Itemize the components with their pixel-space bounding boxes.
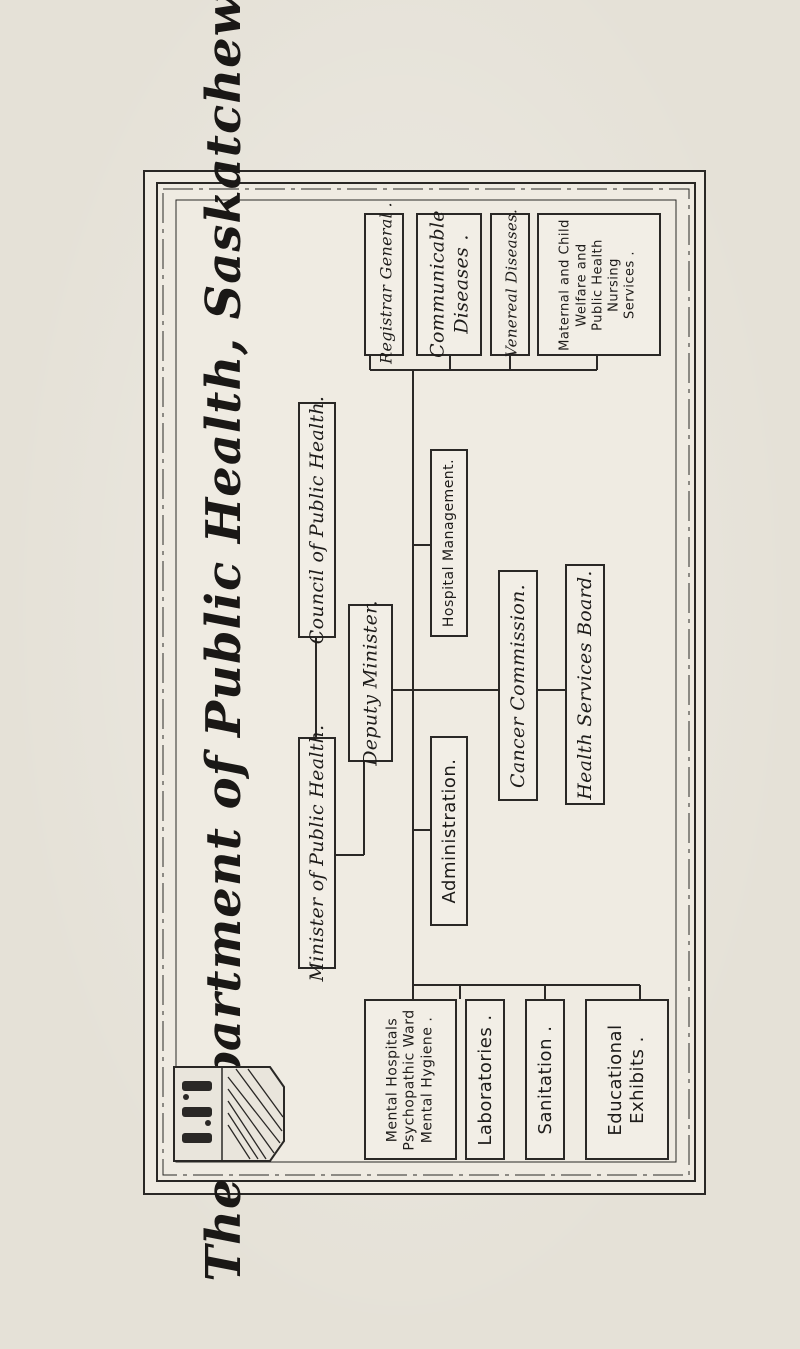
maternal-line-4: Services . bbox=[622, 250, 638, 320]
hospital-management-label: Hospital Management. bbox=[441, 458, 457, 628]
cancer-commission-label: Cancer Commission. bbox=[507, 584, 529, 788]
venereal-diseases-label: Venereal Diseases. bbox=[502, 208, 521, 358]
administration-label: Administration. bbox=[438, 758, 460, 904]
communicable-diseases-box: Communicable Diseases . bbox=[416, 210, 482, 358]
mental-line-1: Mental Hospitals bbox=[384, 1017, 401, 1143]
registrar-general-box: Registrar General . bbox=[364, 202, 404, 364]
mental-hospitals-label: Mental Hospitals Psychopathic Ward Menta… bbox=[367, 1000, 455, 1161]
outer-frame bbox=[156, 182, 696, 1182]
deputy-minister-label: Deputy Minister. bbox=[359, 600, 382, 766]
laboratories-box: Laboratories . bbox=[465, 999, 505, 1160]
health-services-board-label: Health Services Board. bbox=[574, 570, 596, 800]
sanitation-box: Sanitation . bbox=[525, 999, 565, 1160]
provincial-crest-icon bbox=[170, 1063, 288, 1165]
maternal-line-3: Public Health Nursing bbox=[590, 239, 622, 331]
maternal-line-1: Maternal and Child bbox=[557, 219, 573, 351]
educational-exhibits-label: Educational Exhibits . bbox=[587, 1000, 667, 1160]
registrar-general-label: Registrar General . bbox=[376, 202, 395, 364]
communicable-line-2: Diseases . bbox=[450, 234, 473, 334]
council-label: Council of Public Health. bbox=[306, 395, 328, 645]
venereal-diseases-box: Venereal Diseases. bbox=[490, 208, 530, 358]
council-box: Council of Public Health. bbox=[298, 395, 336, 645]
administration-box: Administration. bbox=[430, 736, 468, 926]
deputy-minister-box: Deputy Minister. bbox=[348, 600, 393, 766]
communicable-diseases-label: Communicable Diseases . bbox=[420, 210, 482, 358]
cancer-commission-box: Cancer Commission. bbox=[498, 570, 538, 801]
hospital-management-box: Hospital Management. bbox=[430, 449, 468, 637]
maternal-line-2: Welfare and bbox=[574, 243, 590, 327]
maternal-child-label: Maternal and Child Welfare and Public He… bbox=[539, 216, 659, 355]
maternal-child-box: Maternal and Child Welfare and Public He… bbox=[537, 213, 661, 356]
sanitation-label: Sanitation . bbox=[534, 1025, 556, 1135]
communicable-line-1: Communicable bbox=[426, 210, 449, 358]
minister-label: Minister of Public Health. bbox=[306, 724, 328, 982]
educational-line-1: Educational bbox=[604, 1024, 626, 1136]
mental-line-3: Mental Hygiene . bbox=[419, 1016, 436, 1144]
educational-line-2: Exhibits . bbox=[627, 1036, 648, 1124]
laboratories-label: Laboratories . bbox=[474, 1014, 496, 1146]
title-region: The Department of Public Health, Saskatc… bbox=[165, 0, 283, 1282]
dashed-frame bbox=[162, 188, 690, 1176]
mental-hospitals-box: Mental Hospitals Psychopathic Ward Menta… bbox=[364, 999, 457, 1160]
minister-box: Minister of Public Health. bbox=[298, 724, 336, 982]
inner-frame bbox=[175, 199, 677, 1163]
educational-exhibits-box: Educational Exhibits . bbox=[585, 999, 669, 1160]
mental-line-2: Psychopathic Ward bbox=[401, 1009, 418, 1151]
health-services-board-box: Health Services Board. bbox=[565, 564, 605, 805]
